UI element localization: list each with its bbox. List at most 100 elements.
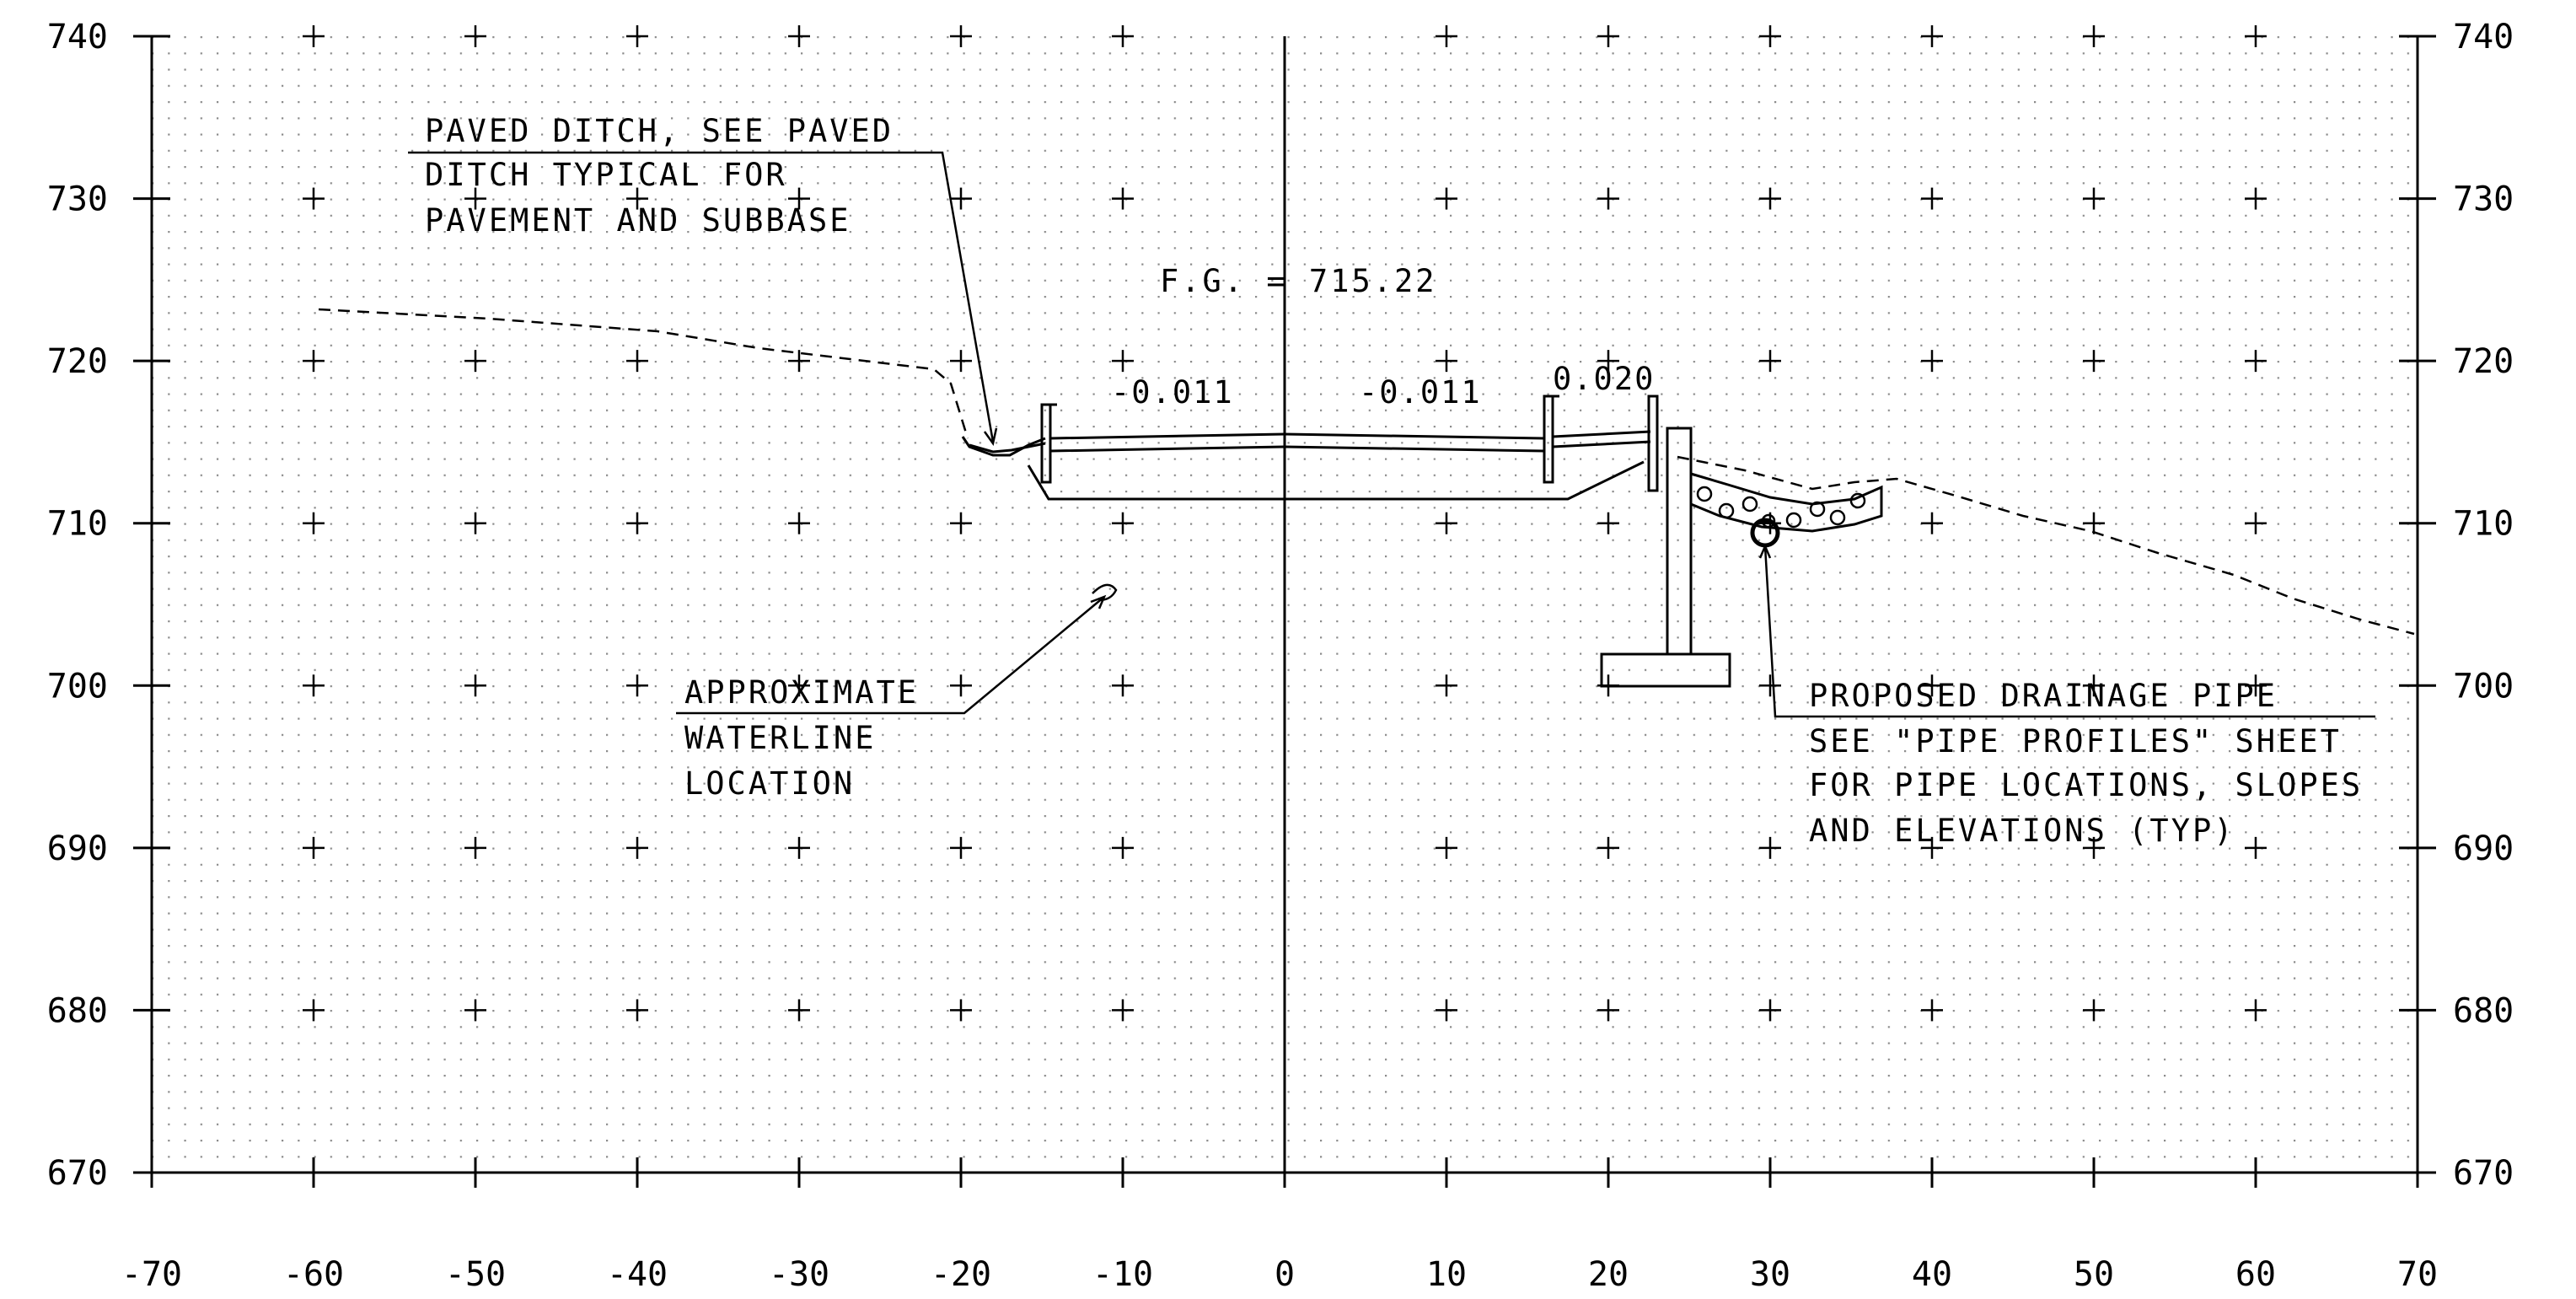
grid-cross-marks [303,25,2267,1022]
subbase [1027,460,1645,501]
grid-plus-mark [626,999,648,1022]
grid-plus-mark [788,350,810,373]
y-tick-label-right: 680 [2453,991,2514,1030]
grid-plus-mark [1921,25,1943,47]
x-tick-label: 60 [2235,1255,2276,1294]
waterline-note-line: APPROXIMATE [684,674,919,711]
y-tick-label-left: 720 [47,342,108,381]
grid-plus-mark [1921,674,1943,697]
grid-plus-mark [1436,674,1457,697]
grid-plus-mark [626,350,648,373]
grid-plus-mark [2245,999,2267,1022]
shoulder-bottom [1552,440,1651,448]
x-tick-label: -40 [607,1255,668,1294]
grid-plus-mark [303,836,325,859]
grid-plus-mark [1112,187,1134,210]
grid-plus-mark [1759,836,1781,859]
grid-plus-mark [464,350,486,373]
grid-plus-mark [788,25,810,47]
grid-plus-mark [1597,836,1619,859]
grid-plus-mark [788,512,810,534]
grid-plus-mark [1112,512,1134,534]
grid-plus-mark [464,512,486,534]
grid-plus-mark [1759,674,1781,697]
pavement-top [1049,432,1545,440]
y-axis-ticks: 7407307207107006906806707407307207107006… [47,18,2514,1193]
grid-plus-mark [303,512,325,534]
grid-plus-mark [1597,25,1619,47]
grid-plus-mark [950,512,972,534]
grid-plus-mark [626,187,648,210]
grid-plus-mark [1921,512,1943,534]
riprap-stone [1829,509,1846,526]
slope-label-center: -0.011 [1359,374,1482,411]
grid-plus-mark [1921,350,1943,373]
grid-plus-mark [1436,836,1457,859]
grid-plus-mark [2245,674,2267,697]
grid-plus-mark [1597,350,1619,373]
grid-plus-mark [1921,999,1943,1022]
grid-plus-mark [1436,512,1457,534]
x-tick-label: 10 [1426,1255,1467,1294]
existing-ground-profile [318,308,2415,636]
grid-plus-mark [464,187,486,210]
existing-ground-left [318,308,969,439]
paved-ditch-note: PAVED DITCH, SEE PAVED DITCH TYPICAL FOR… [425,113,891,239]
drainage-pipe-note-line: FOR PIPE LOCATIONS, SLOPES [1809,767,2363,803]
grid-plus-mark [303,999,325,1022]
y-tick-label-left: 740 [47,18,108,56]
grid-plus-mark [303,674,325,697]
grid-plus-mark [788,187,810,210]
grid-plus-mark [1759,999,1781,1022]
x-tick-label: -50 [445,1255,506,1294]
grid-plus-mark [788,674,810,697]
riprap-stone [1696,486,1713,502]
grid-plus-mark [950,187,972,210]
y-tick-label-right: 730 [2453,180,2514,219]
grid-plus-mark [464,25,486,47]
grid-plus-mark [2083,674,2105,697]
grid-plus-mark [950,836,972,859]
x-tick-label: 0 [1275,1255,1295,1294]
drainage-pipe-note-line: SEE "PIPE PROFILES" SHEET [1809,723,2342,760]
waterline-leader [676,596,1105,715]
y-tick-label-right: 690 [2453,829,2514,868]
drainage-pipe-arrowhead [1758,543,1772,559]
grid-plus-mark [2083,25,2105,47]
grid-plus-mark [1112,836,1134,859]
grid-plus-mark [464,999,486,1022]
y-tick-label-right: 700 [2453,667,2514,706]
grid-plus-mark [2245,836,2267,859]
y-tick-label-right: 670 [2453,1154,2514,1193]
riprap-stone [1785,512,1802,529]
y-tick-label-right: 740 [2453,18,2514,56]
drainage-pipe-note: PROPOSED DRAINAGE PIPE SEE "PIPE PROFILE… [1809,678,2363,849]
grid-plus-mark [1436,999,1457,1022]
grid-plus-mark [950,25,972,47]
pavement-bottom [1049,445,1545,453]
finished-grade-label: F.G. = 715.22 [1160,263,1437,299]
grid-plus-mark [1759,25,1781,47]
riprap-stone [1809,501,1826,518]
y-tick-label-left: 700 [47,667,108,706]
paved-ditch-inner [969,442,1046,454]
grid-plus-mark [2245,187,2267,210]
retaining-wall [1600,427,1731,688]
shoulder-top [1552,430,1651,438]
x-tick-label: 30 [1750,1255,1790,1294]
grid-plus-mark [1112,999,1134,1022]
grid-plus-mark [2083,836,2105,859]
x-tick-label: -10 [1092,1255,1153,1294]
leader-lines [408,151,2375,718]
paved-ditch-arrowhead [983,427,998,447]
grid-plus-mark [950,999,972,1022]
grid-plus-mark [1112,350,1134,373]
paved-ditch-note-line: PAVEMENT AND SUBBASE [425,202,851,239]
riprap-stone [1849,492,1866,509]
grid-plus-mark [1112,25,1134,47]
rock-ditch-outline [1689,472,1883,533]
grid-plus-mark [1597,512,1619,534]
existing-ground-right [1677,455,2415,636]
